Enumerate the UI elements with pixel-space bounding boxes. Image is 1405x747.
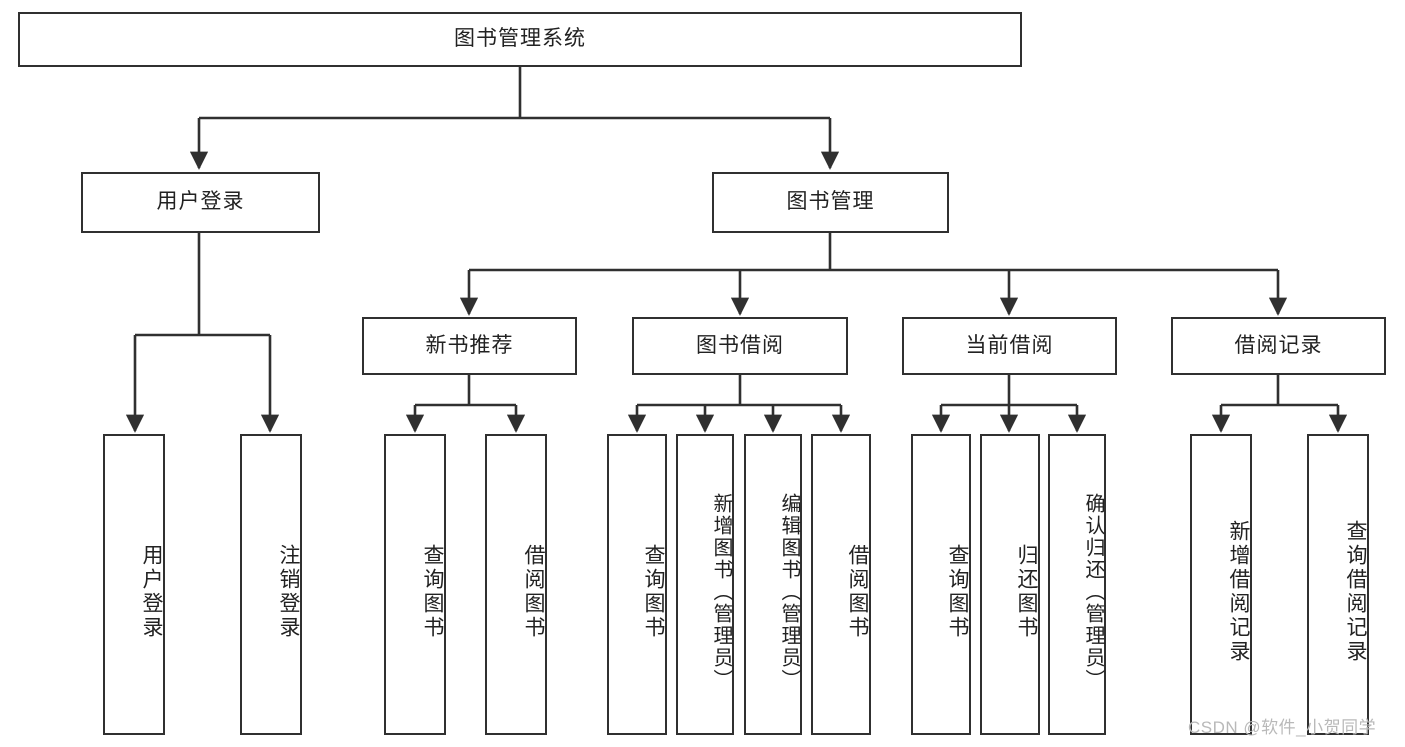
leaf-query-book-nb[interactable]: 查询图书	[384, 434, 446, 735]
node-root[interactable]: 图书管理系统	[18, 12, 1022, 67]
leaf-query-borrow-record[interactable]: 查询借阅记录	[1307, 434, 1369, 735]
leaf-borrow-book-bb[interactable]: 借阅图书	[811, 434, 871, 735]
leaf-add-borrow-record[interactable]: 新增借阅记录	[1190, 434, 1252, 735]
leaf-user-login[interactable]: 用户登录	[103, 434, 165, 735]
node-borrow-record[interactable]: 借阅记录	[1171, 317, 1386, 375]
leaf-logout[interactable]: 注销登录	[240, 434, 302, 735]
node-new-book-recommend[interactable]: 新书推荐	[362, 317, 577, 375]
leaf-return-book[interactable]: 归还图书	[980, 434, 1040, 735]
leaf-add-book-admin[interactable]: 新增图书（管理员）	[676, 434, 734, 735]
leaf-edit-book-admin[interactable]: 编辑图书（管理员）	[744, 434, 802, 735]
leaf-borrow-book-nb[interactable]: 借阅图书	[485, 434, 547, 735]
node-user-login[interactable]: 用户登录	[81, 172, 320, 233]
node-current-borrow[interactable]: 当前借阅	[902, 317, 1117, 375]
csdn-watermark: CSDN @软件_小贺同学	[1188, 718, 1377, 737]
node-book-manage[interactable]: 图书管理	[712, 172, 949, 233]
node-book-borrow[interactable]: 图书借阅	[632, 317, 848, 375]
leaf-confirm-return-admin[interactable]: 确认归还（管理员）	[1048, 434, 1106, 735]
leaf-query-book-bb[interactable]: 查询图书	[607, 434, 667, 735]
leaf-query-book-cb[interactable]: 查询图书	[911, 434, 971, 735]
